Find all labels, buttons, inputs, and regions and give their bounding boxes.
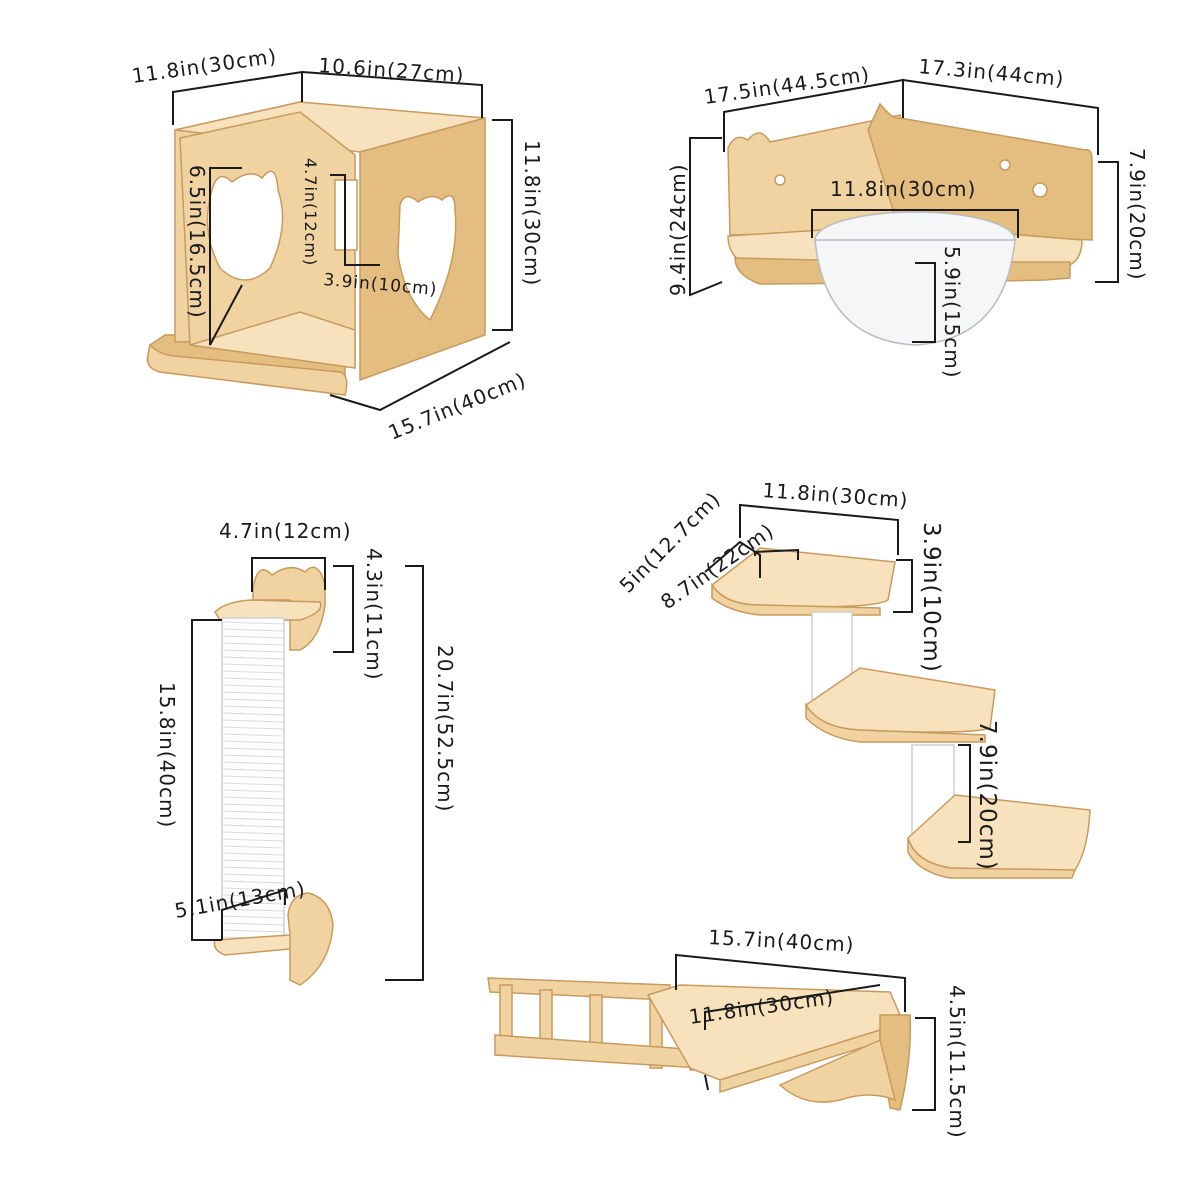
scratch-post-total-height-label: 20.7in(52.5cm) — [433, 645, 457, 812]
rope-line — [222, 845, 284, 849]
rope-line — [222, 642, 284, 646]
bridge-shelf — [487, 977, 912, 1111]
steps-rise-label: 7.9in(20cm) — [974, 720, 1000, 871]
bridge-length-label: 15.7in(40cm) — [708, 925, 855, 957]
cube-hole-height-label: 6.5in(16.5cm) — [185, 165, 209, 319]
scratch-post-top-height-label: 4.3in(11cm) — [362, 548, 386, 681]
cube-height-label: 11.8in(30cm) — [520, 140, 544, 286]
rope-line — [222, 929, 284, 933]
rope-line — [222, 768, 284, 772]
rope-line — [222, 670, 284, 674]
rope-line — [222, 656, 284, 660]
rope-line — [222, 796, 284, 800]
rope-line — [222, 852, 284, 856]
rope-line — [222, 761, 284, 765]
step-shelves-dimension-lines — [704, 503, 971, 843]
cube-condo — [146, 101, 486, 396]
rope-line — [222, 684, 284, 688]
rope-line — [222, 817, 284, 821]
rope-line — [222, 859, 284, 863]
rope-line — [222, 887, 284, 891]
rope-line — [222, 635, 284, 639]
rope-line — [222, 838, 284, 842]
rope-line — [222, 691, 284, 695]
rope-line — [222, 719, 284, 723]
cube-dimension-lines — [172, 70, 513, 412]
corner-bowl-shelf — [727, 102, 1093, 346]
scratch-post-length-label: 15.8in(40cm) — [155, 682, 179, 828]
rope-line — [222, 789, 284, 793]
cube-base-label: 15.7in(40cm) — [385, 368, 530, 445]
rope-line — [222, 922, 284, 926]
step-shelves — [710, 547, 1091, 879]
scratch-post — [213, 566, 334, 986]
rope-line — [222, 740, 284, 744]
rope-line — [222, 677, 284, 681]
rope-line — [222, 754, 284, 758]
rope-line — [222, 803, 284, 807]
steps-width-label: 11.8in(30cm) — [762, 478, 910, 512]
corner-bowl-depth-label: 5.9in(15cm) — [940, 246, 964, 379]
rope-line — [222, 894, 284, 898]
bridge-shelf-dimension-lines — [675, 953, 936, 1111]
rope-line — [222, 866, 284, 870]
rope-line — [222, 726, 284, 730]
rope-line — [222, 747, 284, 751]
rope-line — [222, 908, 284, 912]
rope-line — [222, 782, 284, 786]
rope-line — [222, 712, 284, 716]
corner-bowl-left-label: 17.5in(44.5cm) — [702, 62, 871, 109]
rope-line — [222, 628, 284, 632]
cube-depth-label: 11.8in(30cm) — [130, 44, 278, 88]
cube-side-hole-height-label: 4.7in(12cm) — [301, 158, 320, 266]
rope-line — [222, 649, 284, 653]
rope-line — [222, 915, 284, 919]
rope-line — [222, 824, 284, 828]
scratch-post-dimension-lines — [191, 557, 424, 981]
rope-line — [222, 873, 284, 877]
steps-step-height-label: 3.9in(10cm) — [918, 522, 944, 673]
rope-line — [222, 663, 284, 667]
rope-line — [222, 733, 284, 737]
rope-line — [222, 880, 284, 884]
post-rope-wrap — [222, 621, 284, 940]
corner-bowl-left-height-label: 9.4in(24cm) — [666, 163, 690, 296]
rope-line — [222, 810, 284, 814]
rope-line — [222, 621, 284, 625]
cube-width-label: 10.6in(27cm) — [318, 53, 466, 87]
rope-line — [222, 705, 284, 709]
rope-line — [222, 831, 284, 835]
corner-bowl-diameter-label: 11.8in(30cm) — [830, 177, 976, 201]
rope-line — [222, 901, 284, 905]
rope-line — [222, 775, 284, 779]
scratch-post-top-width-label: 4.7in(12cm) — [219, 519, 352, 543]
rope-line — [222, 698, 284, 702]
corner-bowl-dimension-lines — [689, 78, 1119, 343]
corner-bowl-right-height-label: 7.9in(20cm) — [1125, 148, 1149, 281]
bridge-height-label: 4.5in(11.5cm) — [945, 985, 969, 1139]
